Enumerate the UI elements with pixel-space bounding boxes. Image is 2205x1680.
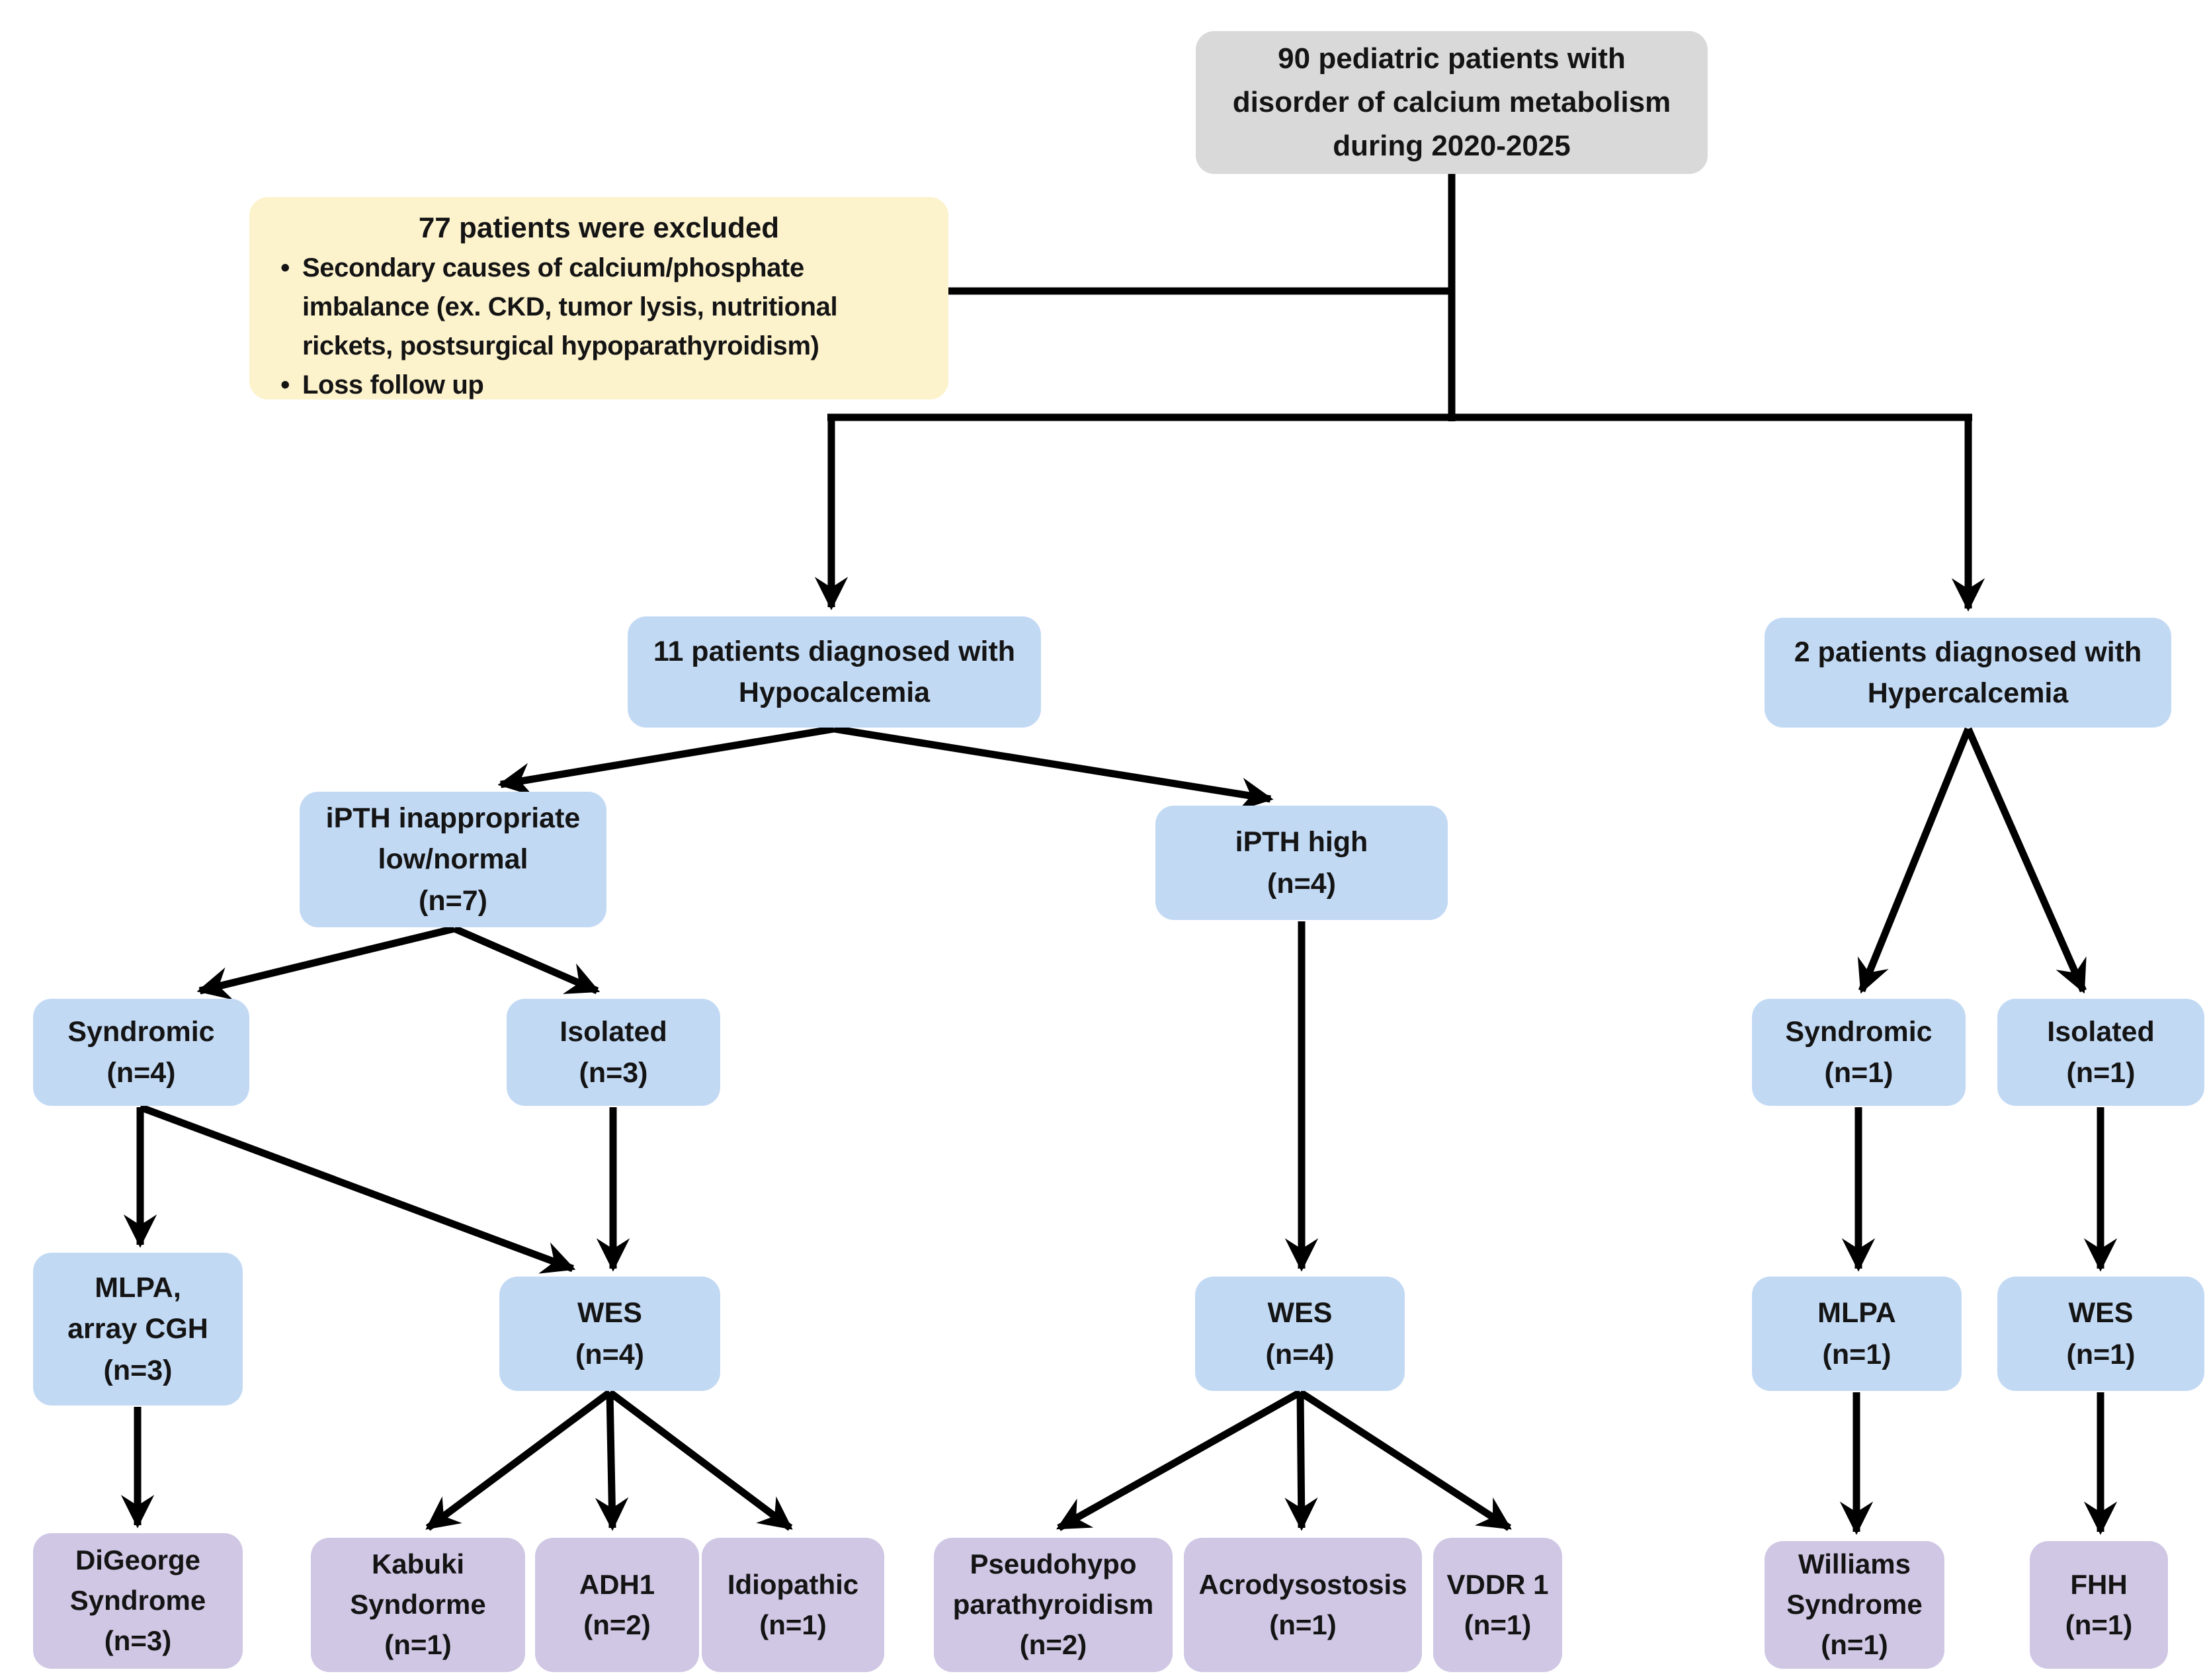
node-wes-hypo: WES (n=4)	[499, 1277, 720, 1391]
connector-wes-to-vddr1	[1298, 1389, 1512, 1531]
excluded-bullet-2: • Loss follow up	[268, 366, 930, 405]
bullet-dot-icon: •	[280, 370, 290, 400]
node-hypercalcemia: 2 patients diagnosed with Hypercalcemia	[1765, 618, 2171, 728]
node-mlpa-hyper: MLPA (n=1)	[1752, 1277, 1962, 1391]
node-isolated-hyper: Isolated (n=1)	[1997, 999, 2204, 1106]
node-wes-ipth-high: WES (n=4)	[1195, 1277, 1405, 1391]
connector-syndromic-to-wes	[139, 1103, 576, 1274]
excluded-note-title: 77 patients were excluded	[418, 212, 780, 244]
node-ipth-low-normal: iPTH inappropriate low/normal (n=7)	[300, 792, 606, 927]
connector-wes-to-acrodysostosis	[1284, 1392, 1318, 1531]
excluded-bullet-2-text: Loss follow up	[302, 370, 484, 400]
node-kabuki-syndrome: Kabuki Syndorme (n=1)	[311, 1538, 525, 1672]
node-fhh: FHH (n=1)	[2030, 1541, 2168, 1669]
node-williams-syndrome: Williams Syndrome (n=1)	[1765, 1541, 1944, 1669]
node-root-cohort: 90 pediatric patients with disorder of c…	[1196, 31, 1708, 174]
node-idiopathic: Idiopathic (n=1)	[702, 1538, 884, 1672]
connector-hyper-to-syndromic	[1857, 727, 1972, 994]
excluded-bullet-1-text: Secondary causes of calcium/phosphate im…	[302, 253, 838, 360]
node-isolated-hypo: Isolated (n=3)	[507, 999, 720, 1106]
connector-wes-to-adh1	[595, 1392, 629, 1531]
node-mlpa-array-cgh: MLPA, array CGH (n=3)	[33, 1253, 243, 1406]
connector-wes-to-pseudohypo	[1056, 1389, 1302, 1531]
node-syndromic-hypo: Syndromic (n=4)	[33, 999, 249, 1106]
bullet-dot-icon: •	[280, 253, 290, 282]
node-hypocalcemia: 11 patients diagnosed with Hypocalcemia	[628, 616, 1041, 728]
connector-ipthlow-to-isolated	[452, 925, 601, 995]
node-wes-hyper: WES (n=1)	[1997, 1277, 2204, 1391]
node-vddr1: VDDR 1 (n=1)	[1433, 1538, 1562, 1672]
node-digeorge-syndrome: DiGeorge Syndrome (n=3)	[33, 1533, 243, 1669]
node-acrodysostosis: Acrodysostosis (n=1)	[1184, 1538, 1422, 1672]
connector-hyper-to-isolated	[1964, 727, 2087, 994]
connector-ipthlow-to-syndromic	[196, 925, 456, 1000]
connector-hypo-to-ipth-low	[497, 725, 835, 796]
node-syndromic-hyper: Syndromic (n=1)	[1752, 999, 1966, 1106]
connector-wes-to-idiopathic	[607, 1389, 793, 1531]
node-pseudohypoparathyroidism: Pseudohypo parathyroidism (n=2)	[934, 1538, 1173, 1672]
connector-wes-to-kabuki	[425, 1389, 612, 1531]
excluded-bullet-1: • Secondary causes of calcium/phosphate …	[268, 249, 930, 366]
node-adh1: ADH1 (n=2)	[535, 1538, 699, 1672]
node-ipth-high: iPTH high (n=4)	[1155, 806, 1448, 920]
excluded-note: 77 patients were excluded • Secondary ca…	[249, 197, 948, 399]
connector-hypo-to-ipth-high	[833, 725, 1274, 811]
